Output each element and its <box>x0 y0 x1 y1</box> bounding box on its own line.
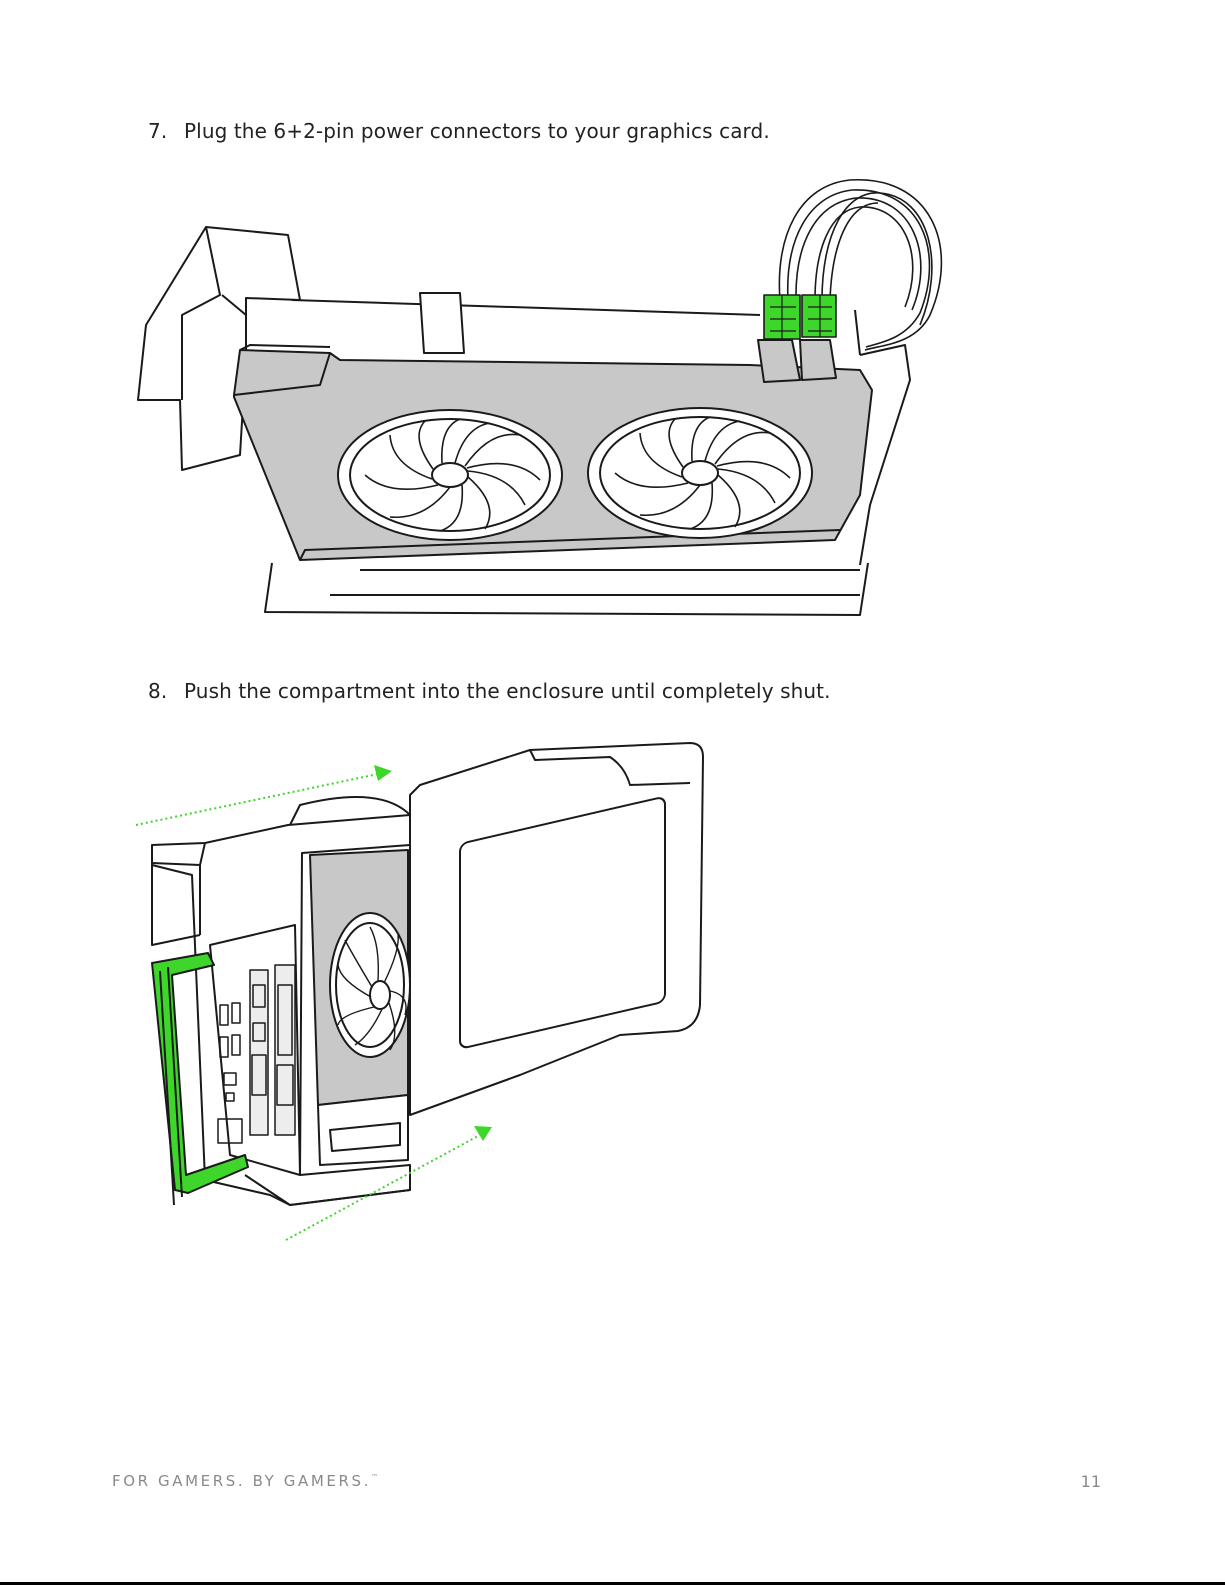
compartment-insertion-illustration <box>0 735 1225 1265</box>
page-number: 11 <box>1081 1472 1101 1491</box>
trademark-symbol: ™ <box>371 1473 378 1481</box>
step-text: Push the compartment into the enclosure … <box>184 678 831 704</box>
step-number: 7. <box>148 118 184 144</box>
step-7: 7. Plug the 6+2-pin power connectors to … <box>148 118 770 144</box>
step-8: 8. Push the compartment into the enclosu… <box>148 678 831 704</box>
tagline-text: FOR GAMERS. BY GAMERS. <box>112 1472 371 1490</box>
step-text: Plug the 6+2-pin power connectors to you… <box>184 118 770 144</box>
step-number: 8. <box>148 678 184 704</box>
graphics-card-power-illustration <box>0 165 1225 635</box>
footer-tagline: FOR GAMERS. BY GAMERS.™ <box>112 1472 378 1490</box>
